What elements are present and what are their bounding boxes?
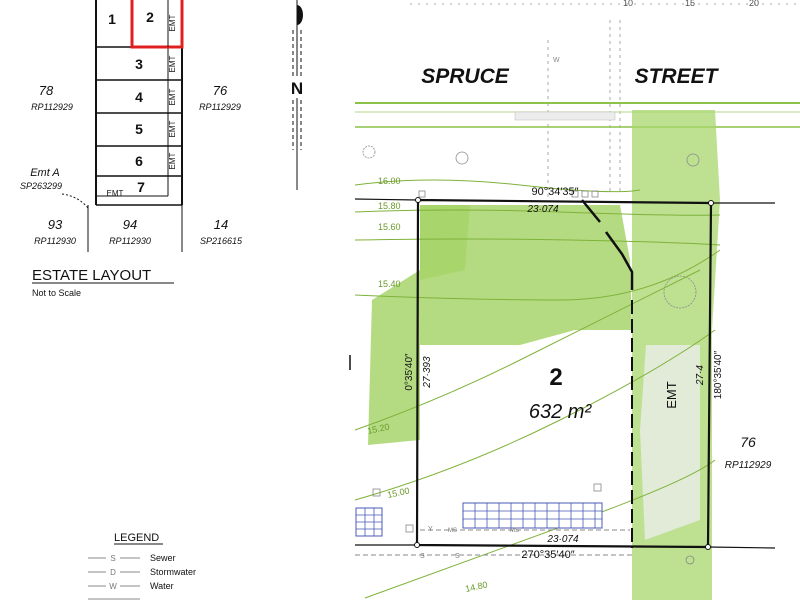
service-ms-1: MS: [448, 528, 457, 534]
top-bearing: 90°34′35″: [531, 186, 578, 198]
service-marker: Y: [428, 526, 433, 533]
solar-panels-side: [355, 507, 383, 537]
contour-label-1540: 15.40: [378, 279, 401, 289]
north-arrow: N: [287, 0, 307, 190]
right-distance: 27·4: [695, 365, 706, 386]
legend: LEGEND S Sewer D Stormwater W Water: [88, 532, 196, 600]
street-name-street: STREET: [635, 65, 720, 88]
legend-code-sewer: S: [110, 554, 115, 563]
estate-lot-3: 3: [135, 56, 143, 72]
legend-label-stormwater: Stormwater: [150, 567, 196, 577]
estate-layout-title: ESTATE LAYOUT: [32, 267, 151, 284]
lot-number: 2: [549, 364, 562, 391]
estate-lot-2-highlight: [130, 0, 184, 49]
estate-lot-4: 4: [135, 89, 143, 105]
estate-layout: 1 2 3 4 5 6 7 EMT EMT EMT EMT EMT EMT 78…: [20, 0, 243, 298]
neighbor-lot-78: 78: [39, 83, 54, 98]
street-name-spruce: SPRUCE: [421, 65, 510, 88]
scale-tick-10: 10: [623, 0, 633, 8]
contour-label-1520: 15.20: [366, 421, 390, 435]
neighbor-lot-14: 14: [214, 217, 228, 232]
contour-label-1480: 14.80: [464, 579, 488, 593]
service-sewer-1: S: [420, 553, 425, 560]
legend-item-sewer: S Sewer: [88, 553, 176, 563]
contour-label-1580: 15.80: [378, 201, 401, 211]
bottom-bearing: 270°35′40″: [521, 549, 574, 561]
lot-area: 632 m²: [529, 401, 593, 423]
estate-lot-7: 7: [137, 179, 145, 195]
emt-a-label: Emt A: [30, 167, 60, 179]
bottom-distance: 23·074: [546, 534, 579, 545]
right-bearing: 180°35′40″: [713, 350, 724, 399]
estate-emt-label: EMT: [168, 88, 177, 105]
neighbor-rp-78: RP112929: [31, 102, 73, 112]
legend-code-stormwater: D: [110, 568, 116, 577]
service-code-w: W: [553, 57, 560, 64]
estate-lot-1: 1: [108, 11, 116, 27]
legend-code-water: W: [109, 582, 117, 591]
estate-emt-label: EMT: [168, 14, 177, 31]
estate-layout-subtitle: Not to Scale: [32, 288, 81, 298]
neighbor-rp-93: RP112930: [34, 236, 76, 246]
contour-label-1560: 15.60: [378, 222, 401, 232]
legend-item-stormwater: D Stormwater: [88, 567, 196, 577]
solar-panels-main: [462, 502, 603, 529]
left-bearing: 0°35′40″: [404, 353, 415, 391]
site-plan: 10 15 20 W SPRUCE STREET EMT: [349, 0, 800, 600]
estate-lot-2: 2: [146, 9, 154, 25]
north-label: N: [291, 79, 303, 98]
legend-label-water: Water: [150, 581, 174, 591]
neighbor-lot-93: 93: [48, 217, 63, 232]
neighbor-lot-94: 94: [123, 217, 137, 232]
neighbor-sp-14: SP216615: [200, 236, 243, 246]
service-ms-2: MS: [510, 528, 519, 534]
neighbor-lot-76: 76: [213, 83, 228, 98]
scale-tick-15: 15: [685, 0, 695, 8]
estate-emt-label: EMT: [168, 120, 177, 137]
neighbor-rp-76: RP112929: [199, 102, 241, 112]
top-distance: 23·074: [526, 204, 559, 215]
estate-lot-6: 6: [135, 153, 143, 169]
legend-item-water: W Water: [88, 581, 174, 591]
left-distance: 27·393: [422, 356, 433, 389]
plan-emt-label: EMT: [664, 381, 679, 409]
adjacent-lot-rp: RP112929: [725, 460, 772, 471]
estate-emt-label-bottom: EMT: [107, 189, 124, 198]
contour-label-1600: 16.00: [378, 176, 401, 186]
scale-tick-20: 20: [749, 0, 759, 8]
legend-label-sewer: Sewer: [150, 553, 176, 563]
emt-a-sp: SP263299: [20, 181, 62, 191]
estate-emt-label: EMT: [168, 55, 177, 72]
service-sewer-2: S: [455, 553, 460, 560]
contour-label-1500: 15.00: [386, 485, 410, 499]
legend-title: LEGEND: [114, 532, 159, 544]
neighbor-rp-94: RP112930: [109, 236, 151, 246]
estate-emt-label: EMT: [168, 152, 177, 169]
adjacent-lot-number: 76: [740, 434, 756, 450]
estate-lot-5: 5: [135, 121, 143, 137]
